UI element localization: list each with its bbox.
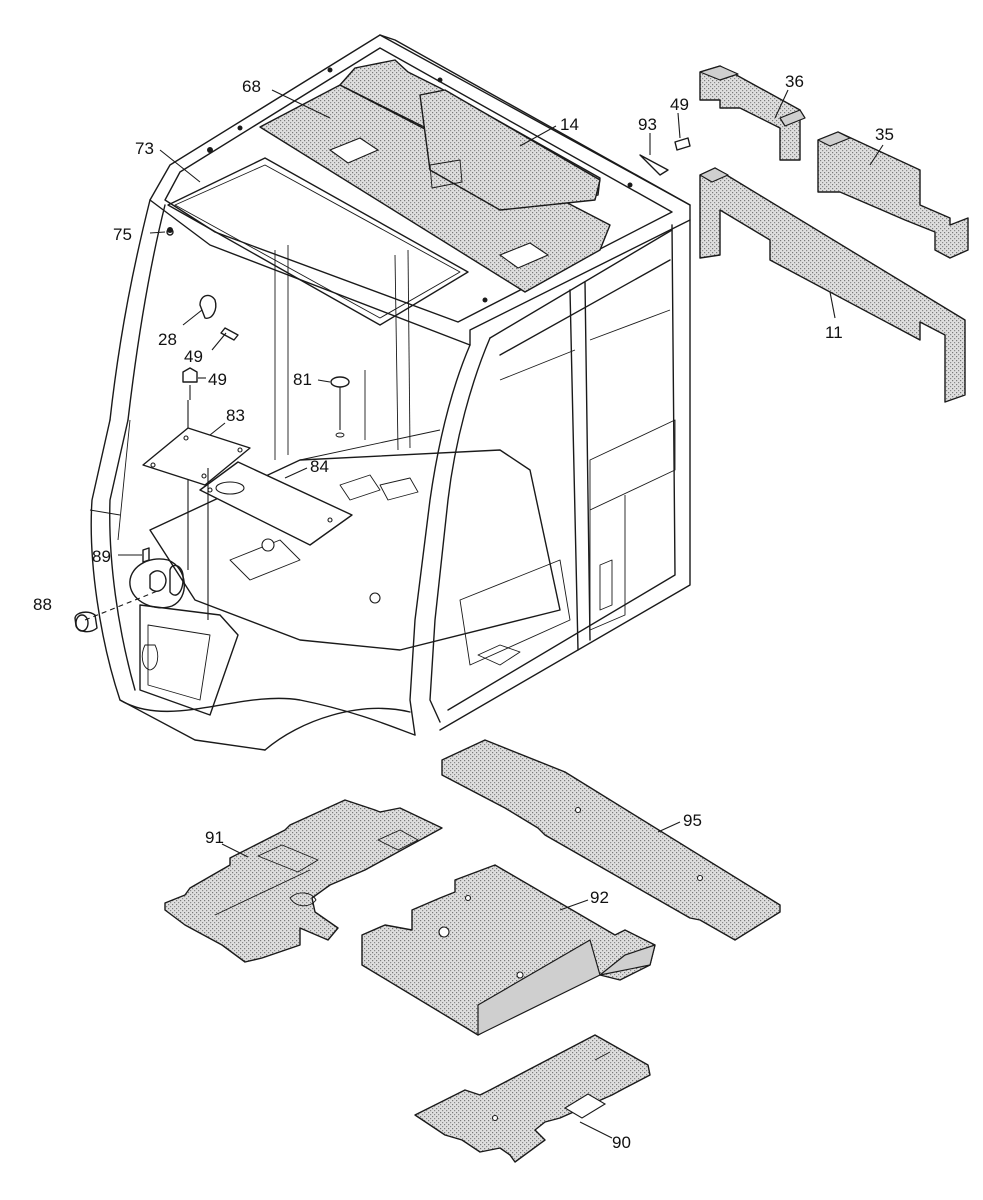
- callout-49-mid: 49: [208, 370, 227, 389]
- callout-89: 89: [92, 547, 111, 566]
- pad-36: [699, 65, 806, 161]
- callout-91: 91: [205, 828, 224, 847]
- callout-93: 93: [638, 115, 657, 134]
- callout-73: 73: [135, 139, 154, 158]
- callout-83: 83: [226, 406, 245, 425]
- callout-90: 90: [612, 1133, 631, 1152]
- roof-panel-14: [339, 59, 601, 211]
- hardware: [74, 137, 691, 633]
- callout-36: 36: [785, 72, 804, 91]
- callout-95: 95: [683, 811, 702, 830]
- callout-28: 28: [158, 330, 177, 349]
- mat-90: [414, 1034, 651, 1163]
- leader-lines: [118, 89, 884, 1139]
- callout-84: 84: [310, 457, 329, 476]
- cab-frame: [89, 34, 691, 751]
- callout-88: 88: [33, 595, 52, 614]
- callouts: 68 14 73 75 36 35 11 93 49 28 49 49 81 8…: [33, 72, 894, 1152]
- callout-81: 81: [293, 370, 312, 389]
- callout-49-left: 49: [184, 347, 203, 366]
- pad-35: [817, 131, 969, 259]
- callout-35: 35: [875, 125, 894, 144]
- pad-11: [699, 167, 966, 403]
- callout-68: 68: [242, 77, 261, 96]
- mat-95: [441, 739, 781, 941]
- callout-49-top: 49: [670, 95, 689, 114]
- callout-75: 75: [113, 225, 132, 244]
- callout-11: 11: [825, 323, 843, 342]
- mat-92: [361, 864, 656, 1036]
- roof-panel-68: [259, 84, 611, 293]
- callout-92: 92: [590, 888, 609, 907]
- mat-91: [164, 799, 443, 963]
- callout-14: 14: [560, 115, 579, 134]
